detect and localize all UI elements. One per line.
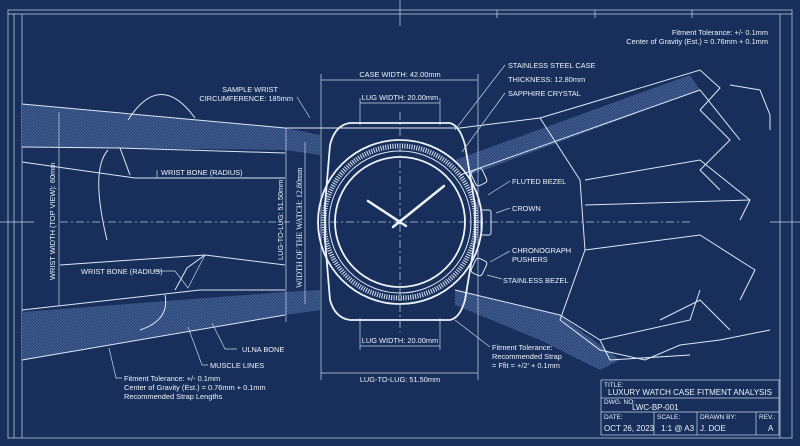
label-pushers: PUSHERS — [512, 255, 548, 264]
wrist-arm-outline — [21, 69, 771, 370]
dwg-label: DWG. NO: — [604, 399, 635, 406]
label-thickness: THICKNESS: 12.80mm — [508, 75, 585, 84]
drawn-by-label: DRAWN BY: — [700, 414, 736, 421]
date-value: OCT 26, 2023 — [604, 424, 655, 433]
label-muscle-lines: MUSCLE LINES — [210, 361, 264, 370]
label-fluted-bezel: FLUTED BEZEL — [512, 177, 566, 186]
note-bottom-left-3: Recommended Strap Lengths — [124, 392, 222, 401]
label-crown: CROWN — [512, 204, 541, 213]
rev-value: A — [768, 424, 774, 433]
label-ulna-bone: ULNA BONE — [242, 345, 284, 354]
note-top-right-2: Center of Gravity (Est.) = 0.76mm + 0.1m… — [626, 37, 768, 46]
label-watch-width: WIDTH OF THE WATCH: 12.80mm — [295, 167, 304, 288]
label-stainless-case: STAINLESS STEEL CASE — [508, 61, 596, 70]
label-lug-width-top: LUG WIDTH: 20.00mm — [362, 93, 438, 102]
annotation-labels: Fitment Tolerance: +/- 0.1mm Center of G… — [48, 28, 768, 401]
label-sample-wrist: SAMPLE WRIST — [222, 85, 278, 94]
title-block: TITLE: LUXURY WATCH CASE FITMENT ANALYSI… — [600, 379, 780, 436]
label-wrist-bone-upper: WRIST BONE (RADIUS) — [161, 168, 243, 177]
scale-label: SCALE: — [657, 414, 680, 421]
drawing-title: LUXURY WATCH CASE FITMENT ANALYSIS — [608, 388, 772, 397]
label-sapphire: SAPPHIRE CRYSTAL — [508, 89, 581, 98]
label-wrist-circumference: CIRCUMFERENCE: 185mm — [199, 94, 293, 103]
note-bottom-left-2: Center of Gravity (Est.) = 0.76mm + 0.1m… — [124, 383, 266, 392]
label-lug-to-lug-bottom: LUG-TO-LUG: 51.50mm — [360, 375, 440, 384]
label-lug-width-bottom: LUG WIDTH: 20.00mm — [362, 336, 438, 345]
title-label: TITLE: — [604, 382, 624, 389]
label-stainless-bezel: STAINLESS BEZEL — [503, 276, 569, 285]
note-top-right-1: Fitment Tolerance: +/- 0.1mm — [672, 28, 768, 37]
label-wrist-width: WRIST WIDTH (TOP VIEW): 60mm — [48, 163, 57, 280]
rev-label: REV.: — [759, 414, 776, 421]
label-wrist-bone-lower: WRIST BONE (RADIUS) — [81, 267, 163, 276]
label-case-width: CASE WIDTH: 42.00mm — [359, 70, 440, 79]
leader-lines — [108, 64, 511, 379]
drawn-by-value: J. DOE — [700, 424, 726, 433]
note-bottom-center-1: Fitment Tolerance: — [492, 343, 553, 352]
dwg-number: LWC-BP-001 — [632, 403, 679, 412]
note-bottom-left-1: Fitment Tolerance: +/- 0.1mm — [124, 374, 220, 383]
note-bottom-center-3: = Ffit = +/2' + 0.1mm — [492, 361, 560, 370]
label-chronograph: CHRONOGRAPH — [512, 246, 571, 255]
watch-drawing — [317, 112, 492, 332]
scale-value: 1:1 @ A3 — [661, 424, 695, 433]
label-lug-to-lug-vertical: LUG-TO-LUG: 51.50mm — [276, 180, 285, 260]
dimension-lines — [58, 74, 479, 380]
note-bottom-center-2: Recommended Strap — [492, 352, 562, 361]
date-label: DATE: — [604, 414, 623, 421]
